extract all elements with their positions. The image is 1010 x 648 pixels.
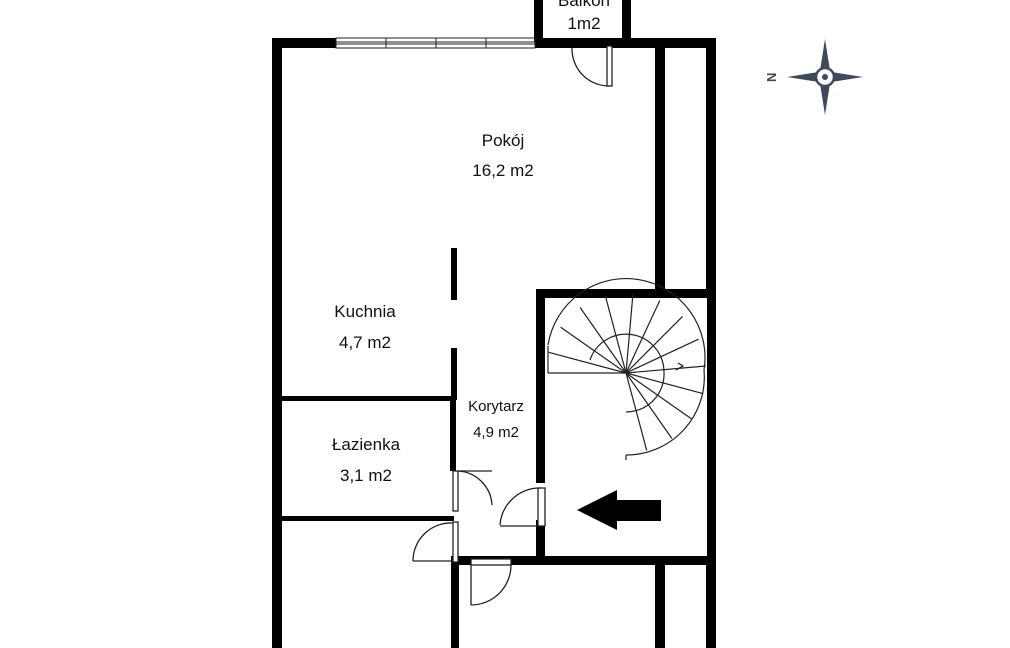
compass-north-label: N xyxy=(764,73,779,82)
room-lazienka-area: 3,1 m2 xyxy=(340,466,392,485)
room-kuchnia-area: 4,7 m2 xyxy=(339,333,391,352)
wall-stair-right xyxy=(707,289,716,565)
wall-right-inner xyxy=(655,38,665,293)
room-pokoj-name: Pokój xyxy=(482,131,525,150)
wall-lower-right-inner xyxy=(655,565,665,648)
wall-stair-left xyxy=(536,289,545,483)
wall-bath-bottom xyxy=(282,516,454,521)
wall-lower-divider xyxy=(451,560,459,648)
compass-rose-icon xyxy=(787,39,863,115)
wall-right-outer xyxy=(706,38,716,293)
room-kuchnia-name: Kuchnia xyxy=(334,302,396,321)
wall-balcony-left xyxy=(534,0,543,42)
room-balkon-area: 1m2 xyxy=(567,14,600,33)
stair-tread xyxy=(625,293,634,374)
spiral-stairs-icon xyxy=(547,277,706,460)
stair-tread xyxy=(625,300,661,374)
entrance-arrow-icon xyxy=(577,490,661,530)
wall-partition-lower xyxy=(451,348,457,400)
wall-balcony-right xyxy=(622,0,631,42)
window xyxy=(335,37,536,49)
wall-partition-upper xyxy=(451,248,457,300)
wall-kitchen-bath xyxy=(282,396,454,401)
room-balkon-name: Balkon xyxy=(558,0,610,10)
room-lazienka-name: Łazienka xyxy=(332,435,401,454)
door-bathroom xyxy=(452,470,493,512)
stair-tread xyxy=(625,372,648,451)
stair-tread xyxy=(625,372,692,420)
compass-center xyxy=(822,74,828,80)
stair-tread xyxy=(625,372,673,439)
room-korytarz-name: Korytarz xyxy=(468,398,524,415)
wall-top-right xyxy=(535,38,715,48)
room-pokoj-area: 16,2 m2 xyxy=(472,161,533,180)
wall-stair-left-low xyxy=(536,520,545,565)
stair-tread xyxy=(604,295,627,374)
stair-tread xyxy=(625,338,699,374)
stair-tread xyxy=(625,315,684,374)
stair-tread xyxy=(548,351,627,374)
wall-stair-bottom xyxy=(536,556,716,565)
wall-stair-top xyxy=(536,289,716,298)
door-stairs xyxy=(499,487,546,527)
doors xyxy=(412,45,613,606)
wall-lower-right-outer xyxy=(706,565,716,648)
stair-tread xyxy=(625,365,706,374)
stair-tread xyxy=(625,372,704,395)
wall-bath-right xyxy=(450,396,456,471)
door-balcony xyxy=(571,45,613,87)
wall-left xyxy=(272,38,282,648)
stair-tread xyxy=(579,307,627,374)
room-korytarz-area: 4,9 m2 xyxy=(473,424,519,441)
stair-tread xyxy=(560,326,627,374)
walls xyxy=(272,0,716,648)
door-lower-left xyxy=(412,521,459,563)
door-lower-right xyxy=(470,558,512,606)
wall-top-left xyxy=(272,38,336,48)
